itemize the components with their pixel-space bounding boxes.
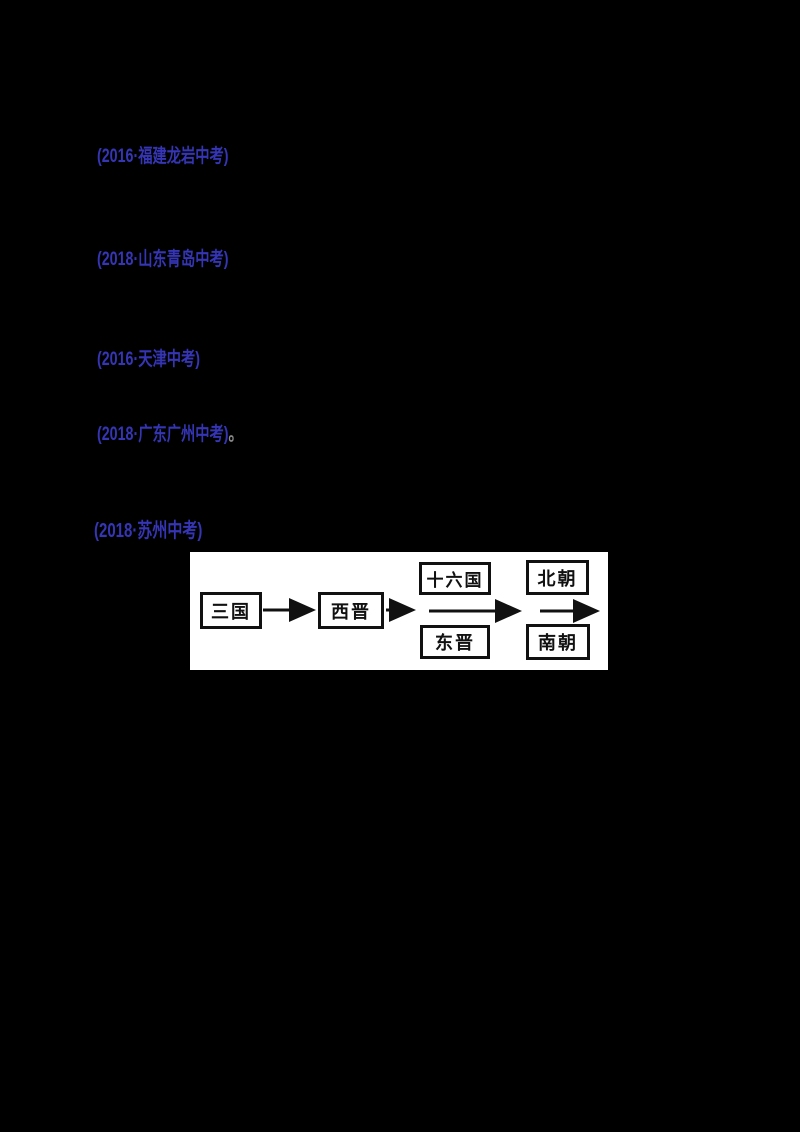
box-shiliuguo-label: 十六国: [426, 571, 484, 591]
citation-suffix-4: 。: [228, 424, 243, 445]
box-sanguo: 三国: [200, 592, 262, 629]
box-xijin: 西晋: [318, 592, 384, 629]
citation-text-4: (2018·广东广州中考): [97, 424, 229, 445]
box-beichao-label: 北朝: [537, 568, 578, 590]
flow-arrows: [263, 598, 600, 623]
citation-line-2: (2018·山东青岛中考): [97, 249, 228, 271]
dynasty-flowchart-panel: 三国 西晋 十六国 东晋 北朝 南朝: [190, 552, 608, 670]
box-shiliuguo: 十六国: [419, 562, 491, 595]
citation-line-3: (2016·天津中考): [97, 349, 200, 371]
citation-line-4: (2018·广东广州中考)。: [97, 424, 243, 446]
box-beichao: 北朝: [526, 560, 589, 595]
box-dongjin-label: 东晋: [435, 633, 475, 654]
citation-text-2: (2018·山东青岛中考): [97, 249, 229, 270]
box-nanchao-label: 南朝: [538, 633, 578, 654]
box-nanchao: 南朝: [526, 624, 590, 660]
box-xijin-label: 西晋: [331, 601, 371, 623]
citation-text-1: (2016·福建龙岩中考): [97, 146, 229, 167]
box-sanguo-label: 三国: [211, 601, 251, 623]
citation-line-5: (2018·苏州中考): [94, 520, 202, 542]
citation-text-3: (2016·天津中考): [97, 349, 200, 370]
citation-line-1: (2016·福建龙岩中考): [97, 146, 228, 168]
box-dongjin: 东晋: [420, 625, 490, 659]
citation-text-5: (2018·苏州中考): [94, 520, 203, 542]
